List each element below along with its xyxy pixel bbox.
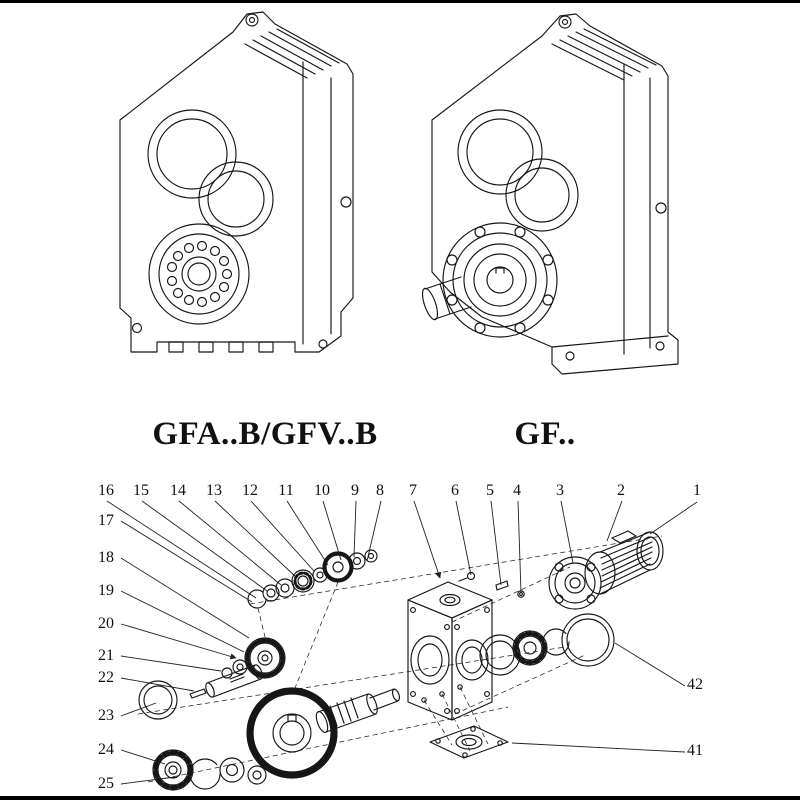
gasket-drawing	[429, 725, 509, 759]
callout-leader-lines	[106, 500, 698, 785]
callout-part-18: 18	[98, 549, 114, 566]
input-shaft-parts	[247, 549, 378, 609]
callout-part-3: 3	[556, 482, 564, 499]
callout-part-24: 24	[98, 741, 114, 758]
bearing-balls	[166, 240, 233, 308]
exploded-view-drawing	[106, 500, 698, 791]
top-border-bar	[0, 0, 800, 3]
output-flange	[442, 222, 558, 338]
callout-part-20: 20	[98, 615, 114, 632]
callout-part-10: 10	[314, 482, 330, 499]
bottom-border-bar	[0, 796, 800, 800]
output-gear-drawing	[138, 637, 401, 779]
callout-part-7: 7	[409, 482, 417, 499]
callout-part-19: 19	[98, 582, 114, 599]
motor-flange-drawing	[548, 556, 602, 610]
callout-part-14: 14	[170, 482, 186, 499]
callout-part-1: 1	[693, 482, 701, 499]
callout-part-8: 8	[376, 482, 384, 499]
assembly-axis-lines	[137, 535, 663, 783]
callout-part-16: 16	[98, 482, 114, 499]
callout-part-22: 22	[98, 669, 114, 686]
callout-part-13: 13	[206, 482, 222, 499]
gearbox-drawing-gf	[421, 13, 679, 375]
callout-part-2: 2	[617, 482, 625, 499]
callout-part-21: 21	[98, 647, 114, 664]
callout-part-15: 15	[133, 482, 149, 499]
callout-part-25: 25	[98, 775, 114, 792]
callout-part-4: 4	[513, 482, 521, 499]
fastener-parts	[458, 571, 525, 598]
callout-part-9: 9	[351, 482, 359, 499]
motor-drawing	[584, 530, 664, 595]
housing-drawing	[407, 581, 493, 721]
callout-part-41: 41	[687, 742, 703, 759]
caption-gfab: GFA..B/GFV..B	[152, 416, 378, 452]
callout-part-6: 6	[451, 482, 459, 499]
gearbox-drawing-gfab	[119, 11, 354, 353]
callout-part-11: 11	[278, 482, 294, 499]
caption-gf: GF..	[514, 416, 576, 452]
callout-part-17: 17	[98, 512, 114, 529]
input-bearing-parts	[479, 613, 615, 676]
callout-part-42: 42	[687, 676, 703, 693]
output-bearing-parts	[152, 749, 267, 791]
callout-part-12: 12	[242, 482, 258, 499]
callout-part-23: 23	[98, 707, 114, 724]
output-shaft	[421, 276, 472, 321]
callout-part-5: 5	[486, 482, 494, 499]
